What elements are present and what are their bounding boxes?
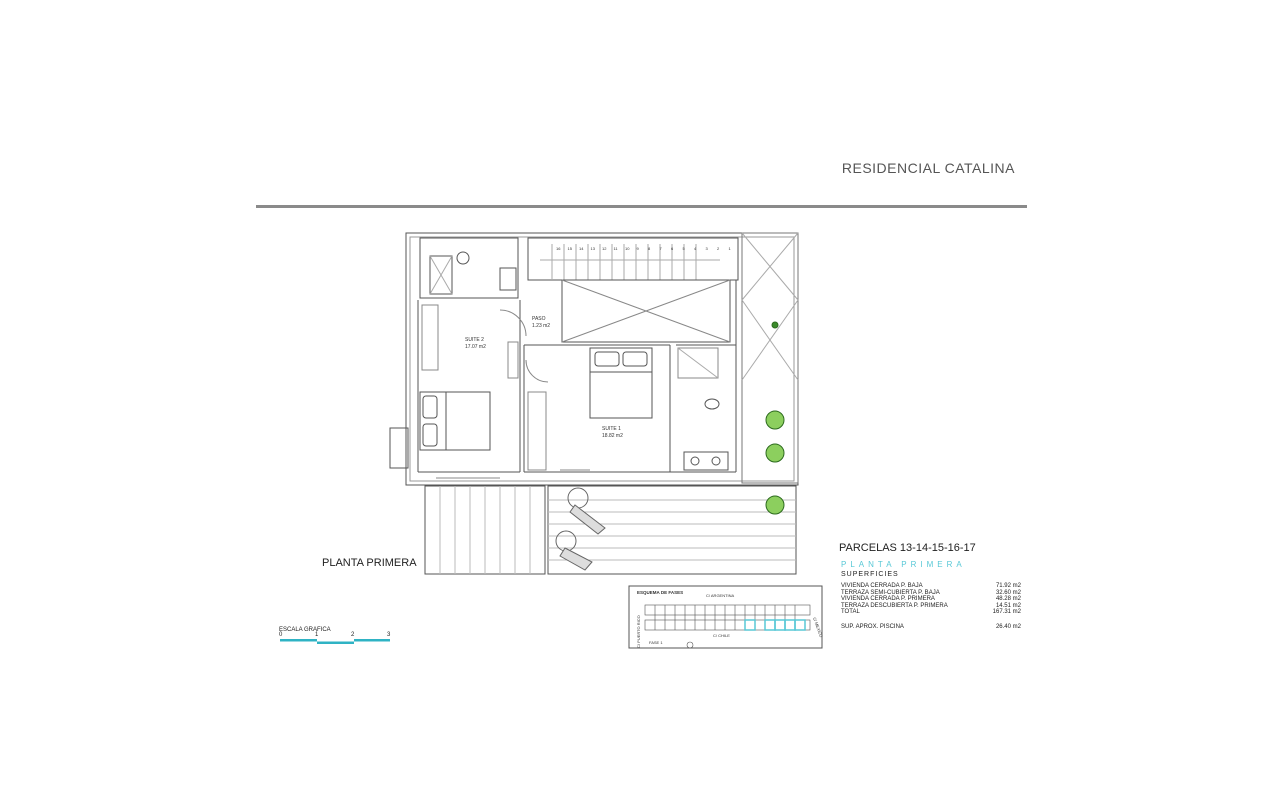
room-paso-area: 1.23 m2 [532,323,550,329]
keyplan-phase: FASE 1 [649,640,663,645]
bathroom-2 [419,237,519,299]
left-projection [389,427,409,469]
area-value: 48.28 m2 [995,596,1021,603]
room-suite-2-name: SUITE 2 [465,337,484,343]
scale-tick: 2 [351,632,355,638]
staircase [527,237,739,281]
bed-suite-1 [589,347,653,419]
areas-row: TOTAL 167.31 m2 [841,609,1021,616]
area-value: 167.31 m2 [992,609,1021,616]
area-label: VIVIENDA CERRADA P. PRIMERA [841,596,935,603]
room-suite-1-name: SUITE 1 [602,426,621,432]
areas-row: TERRAZA DESCUBIERTA P. PRIMERA 14.51 m2 [841,603,1021,610]
stair-step-number: 13 [591,246,596,251]
bed-suite-2 [419,391,491,451]
planta-subtitle: PLANTA PRIMERA [841,560,966,569]
stair-step-number: 14 [579,246,584,251]
area-label: TERRAZA SEMI-CUBIERTA P. BAJA [841,589,940,596]
areas-row: VIVIENDA CERRADA P. PRIMERA 48.28 m2 [841,596,1021,603]
keyplan-street-right: C/ MEXICO [812,617,824,638]
room-suite-2-area: 17.07 m2 [465,344,486,350]
scale-tick: 0 [279,632,283,638]
plant-icons [765,321,785,515]
stair-step-number: 11 [614,246,619,251]
stair-step-number: 4 [694,246,697,251]
area-value: 32.60 m2 [995,589,1021,596]
scale-tick: 3 [387,632,391,638]
keyplan-street-bottom: C/ CHILE [713,633,730,638]
keyplan-highlight [744,619,806,631]
areas-row: VIVIENDA CERRADA P. BAJA 71.92 m2 [841,583,1021,590]
stair-step-number: 15 [568,246,573,251]
keyplan-street-top: C/ ARGENTINA [706,593,735,598]
plan-title: PLANTA PRIMERA [322,557,417,569]
piscina-value: 26.40 m2 [995,623,1021,630]
planter-strip [741,232,799,484]
piscina-row: SUP. APROX. PISCINA 26.40 m2 [841,624,1021,631]
area-label: TOTAL [841,609,860,616]
key-plan: ESQUEMA DE FASES C/ ARGENTINA C/ CHILE F… [628,585,824,649]
stair-step-number: 5 [683,246,686,251]
room-paso-name: PASO [532,316,546,322]
areas-row: TERRAZA SEMI-CUBIERTA P. BAJA 32.60 m2 [841,590,1021,597]
header-rule [256,205,1027,208]
area-value: 71.92 m2 [995,583,1021,589]
areas-table: VIVIENDA CERRADA P. BAJA 71.92 m2 TERRAZA… [841,583,1021,631]
parcelas-title: PARCELAS 13-14-15-16-17 [839,542,976,554]
room-suite-1-area: 18.82 m2 [602,433,623,439]
stair-step-number: 1 [729,246,732,251]
stair-step-number: 7 [660,246,663,251]
terrace-right [547,485,797,575]
double-height-void [561,279,731,343]
stair-step-number: 2 [717,246,720,251]
stair-step-number: 8 [648,246,651,251]
scale-label: ESCALA GRAFICA [279,627,331,633]
stair-step-number: 16 [556,246,561,251]
keyplan-street-left: C/ PUERTO RICO [636,615,641,648]
scale-bar [280,639,390,644]
stair-step-number: 3 [706,246,709,251]
area-label: VIVIENDA CERRADA P. BAJA [841,583,923,589]
scale-tick: 1 [315,632,319,638]
stair-step-number: 6 [671,246,674,251]
stair-step-number: 10 [625,246,630,251]
area-label: TERRAZA DESCUBIERTA P. PRIMERA [841,602,948,609]
brand-title: RESIDENCIAL CATALINA [841,160,1015,176]
area-value: 14.51 m2 [995,602,1021,609]
keyplan-title: ESQUEMA DE FASES [637,590,683,595]
outer-wall [405,232,799,486]
superficies-heading: SUPERFICIES [841,571,899,578]
stair-step-number: 12 [602,246,607,251]
stair-step-number: 9 [637,246,640,251]
piscina-label: SUP. APROX. PISCINA [841,623,904,630]
